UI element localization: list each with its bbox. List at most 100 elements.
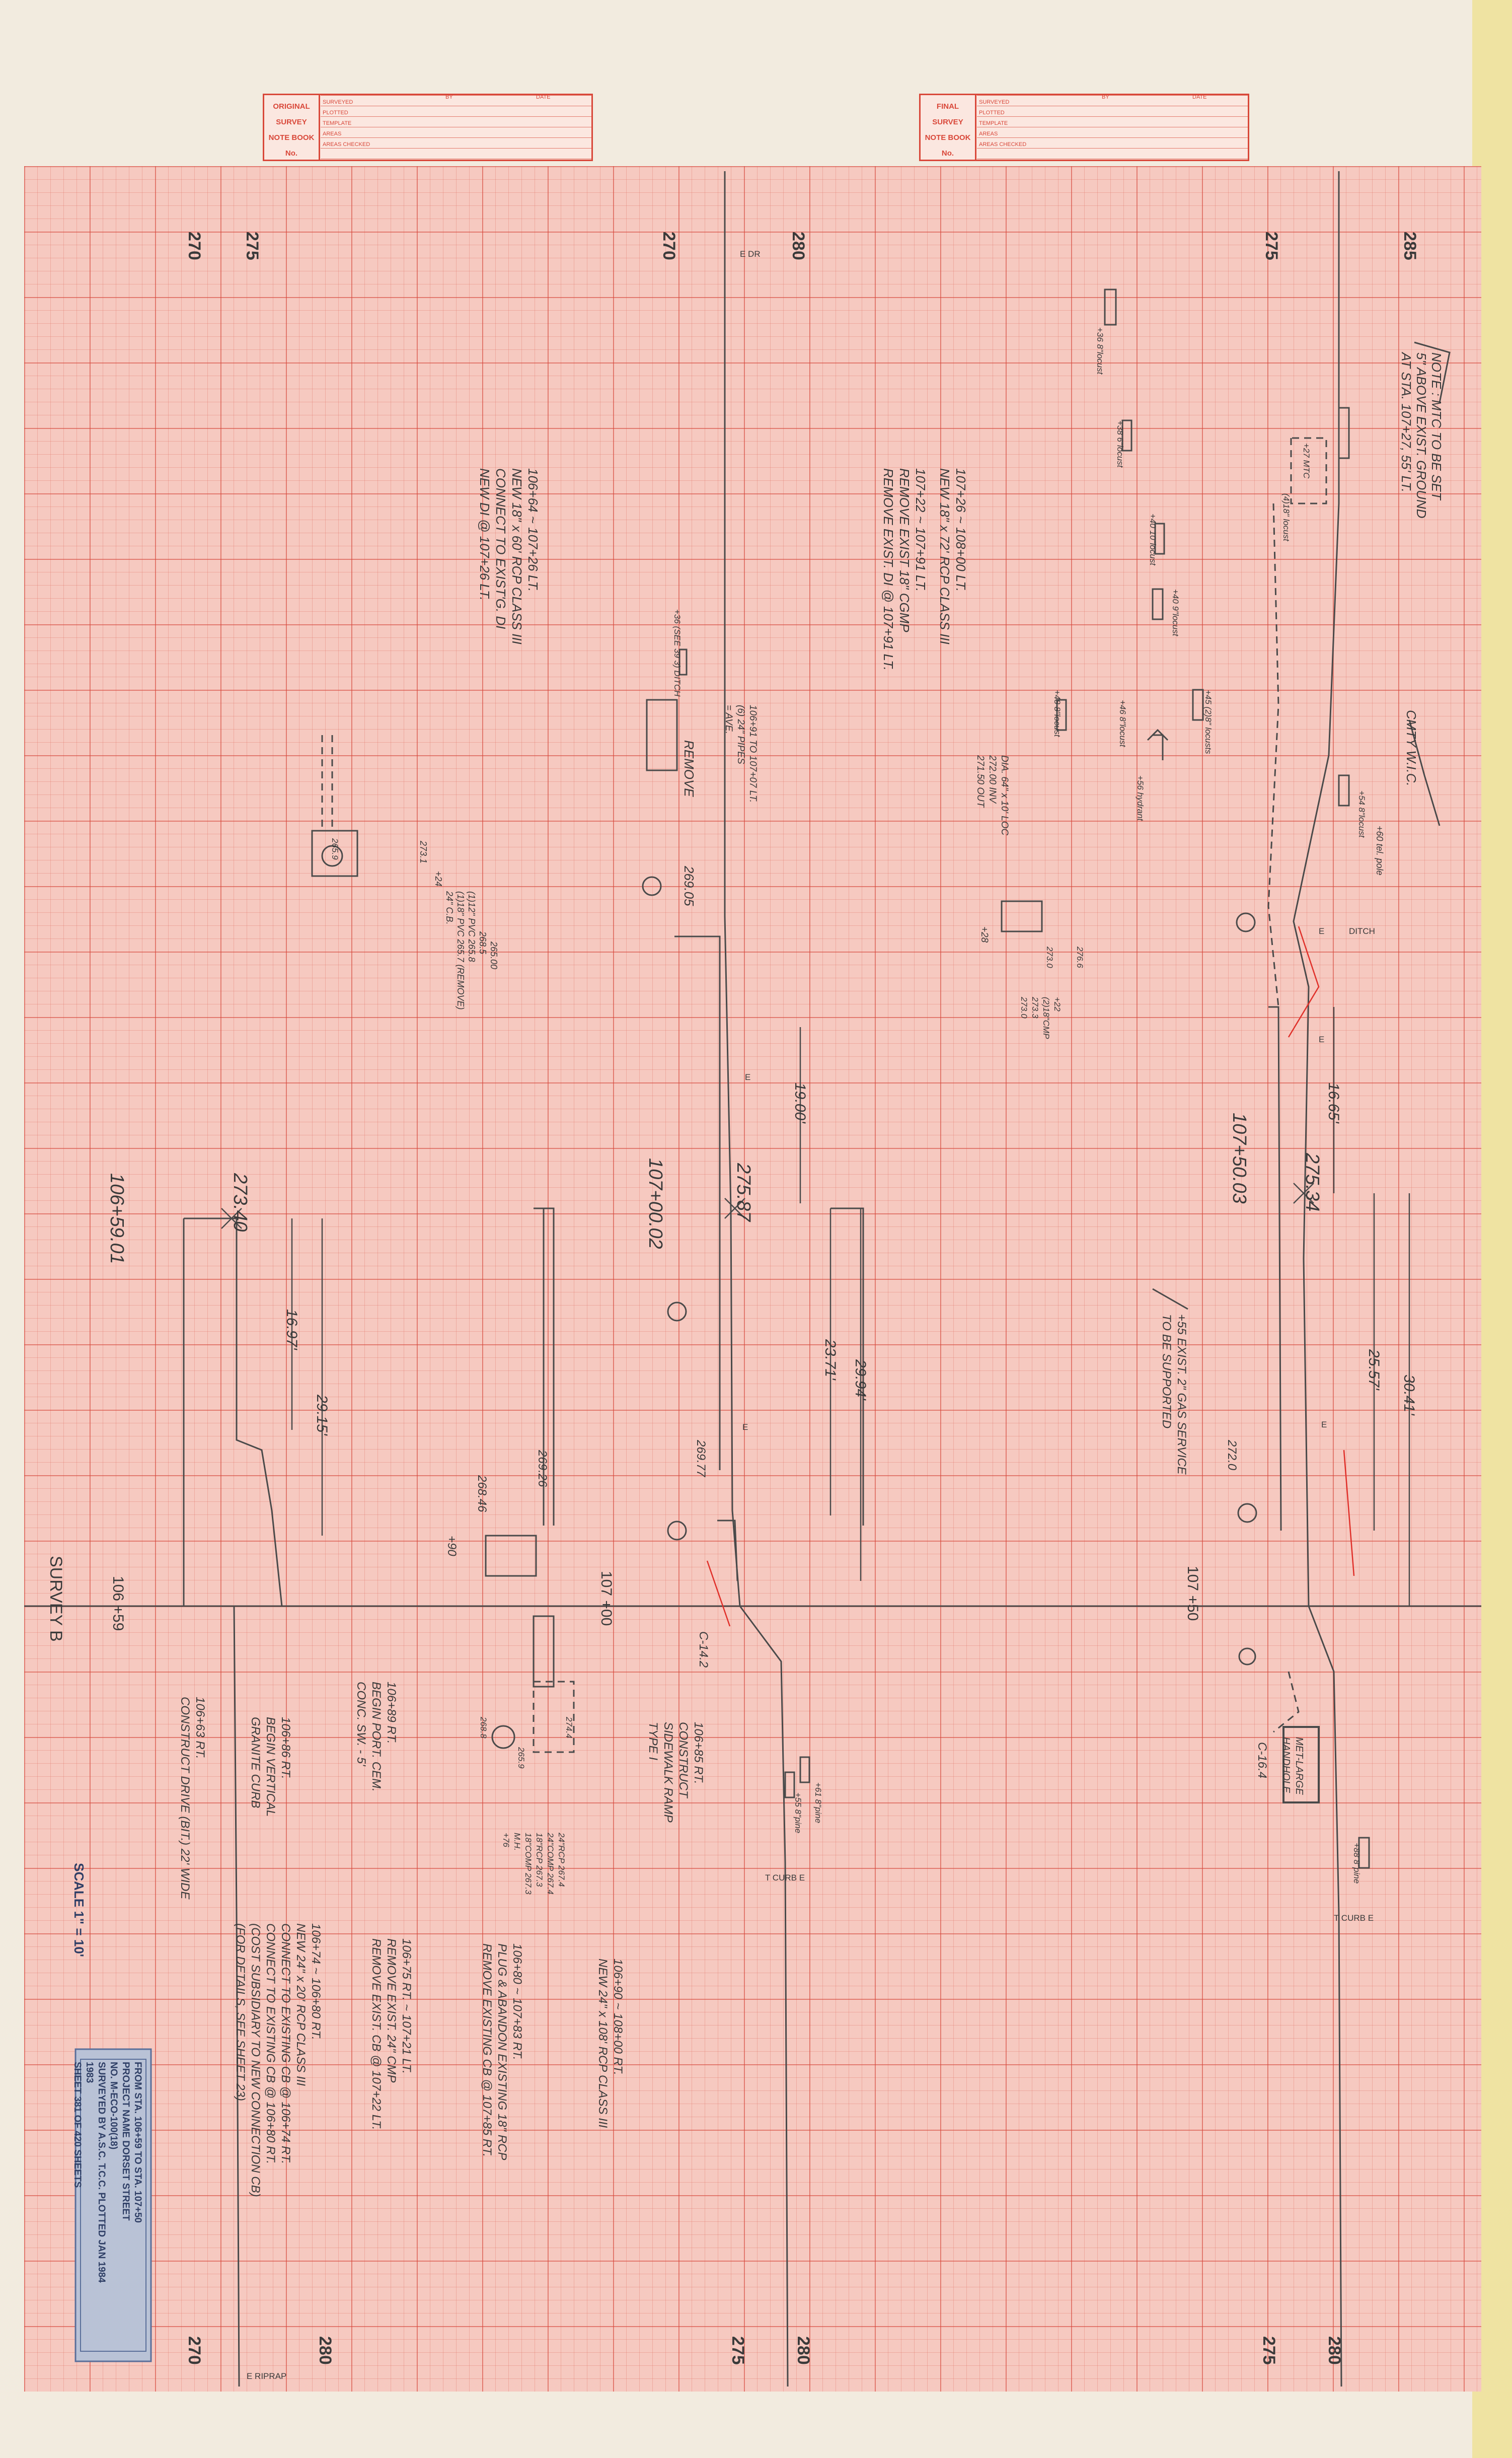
note-line: (COST SUBSIDIARY TO NEW CONNECTION CB) bbox=[249, 1923, 262, 2197]
connection-note: 106+74 ~ 106+80 RT. NEW 24" x 20' RCP CL… bbox=[234, 1923, 323, 2200]
note-line: 106+64 ~ 107+26 LT. bbox=[525, 468, 541, 592]
notebook-row-label: PLOTTED bbox=[979, 110, 1005, 116]
ramp-note: 106+85 RT. CONSTRUCT SIDEWALK RAMP TYPE … bbox=[646, 1722, 705, 1825]
note-line: NOTE : MTC TO BE SET bbox=[1429, 352, 1444, 501]
final-survey-label: FINAL SURVEY NOTE BOOK No. bbox=[921, 95, 976, 160]
east-road-line bbox=[1293, 171, 1342, 2387]
note-line: REMOVE EXISTING CB @ 107+85 RT. bbox=[480, 1943, 494, 2157]
notebook-by-header: BY bbox=[445, 94, 453, 100]
drive-outline bbox=[183, 1217, 283, 1607]
elev-label: 272.0 bbox=[1225, 1439, 1239, 1471]
tree-label: +36 8"locust bbox=[1095, 327, 1105, 375]
tree-label: +55 8"pine bbox=[793, 1792, 803, 1833]
title-line: FROM STA. 106+59 TO STA. 107+50 bbox=[132, 2062, 143, 2223]
title-block-frame bbox=[74, 2048, 152, 2362]
notebook-row-label: SURVEYED bbox=[323, 99, 353, 105]
notebook-label-line: NOTE BOOK bbox=[268, 133, 315, 142]
notebook-label-line: ORIGINAL bbox=[273, 102, 310, 111]
redline-stroke bbox=[706, 1560, 731, 1627]
inlet-line bbox=[717, 1520, 738, 1581]
note-line: +22 bbox=[1052, 997, 1062, 1011]
note-line: 273.3 bbox=[1030, 996, 1040, 1019]
dimension-lines bbox=[221, 1007, 1410, 1606]
notebook-label-line: No. bbox=[285, 149, 298, 158]
edge-label: E bbox=[742, 1422, 748, 1432]
dashed-tree-block bbox=[1290, 437, 1327, 504]
valve-symbol bbox=[642, 876, 662, 896]
title-line: SHEET 381 OF 420 SHEETS bbox=[72, 2062, 83, 2188]
elevation-label: 275 bbox=[728, 2336, 747, 2365]
leader-line bbox=[1414, 341, 1451, 403]
manhole-symbol bbox=[491, 1725, 515, 1749]
note-block: NOTE : MTC TO BE SET 5" ABOVE EXIST. GRO… bbox=[1399, 351, 1444, 522]
note-column: 106+64 ~ 107+26 LT. NEW 18" x 60' RCP CL… bbox=[477, 468, 541, 648]
note-line: 265.00 bbox=[489, 941, 499, 969]
tree-label: +48 8"locust bbox=[1052, 690, 1062, 738]
station-value: 107+00.02 bbox=[645, 1158, 666, 1249]
note-line: 24"COMP 267.4 bbox=[546, 1832, 555, 1895]
ditch-edge-label: E bbox=[1319, 926, 1324, 936]
note-line: 106+75 RT. ~ 107+21 LT. bbox=[400, 1938, 413, 2074]
note-line: 106+86 RT. bbox=[279, 1717, 292, 1779]
tree-symbol bbox=[1104, 288, 1117, 326]
handwritten-notes: NOTE : MTC TO BE SET 5" ABOVE EXIST. GRO… bbox=[330, 327, 1444, 1039]
note-line: 107+26 ~ 108+00 LT. bbox=[953, 468, 968, 592]
note-line: AT STA. 107+27, 55' LT. bbox=[1399, 351, 1414, 492]
note-line: 106+90 ~ 108+00 RT. bbox=[611, 1959, 625, 2075]
ditch-symbol bbox=[678, 648, 688, 676]
notebook-row-label: PLOTTED bbox=[323, 110, 348, 116]
tree-label: +45 (2)8" locusts bbox=[1203, 690, 1213, 754]
tree-label: +40 10"locust bbox=[1148, 514, 1158, 566]
tel-pole-label: +60 tel. pole bbox=[1375, 826, 1385, 876]
tree-label: +61 8"pine bbox=[813, 1782, 823, 1823]
ditch-label: DITCH bbox=[1349, 926, 1375, 936]
note-line: CONNECT TO EXISTING CB @ 106+74 RT. bbox=[279, 1923, 292, 2164]
note-line: CONSTRUCT bbox=[676, 1722, 690, 1799]
curb-label: C-14.2 bbox=[697, 1631, 710, 1668]
note-line: TO BE SUPPORTED bbox=[1160, 1314, 1173, 1428]
elev-label: 273.0 bbox=[1045, 946, 1054, 968]
elev-label: 269.26 bbox=[536, 1450, 549, 1487]
top-curb-label: T CURB E bbox=[765, 1873, 805, 1883]
note-line: REMOVE EXIST. DI @ 107+91 LT. bbox=[881, 468, 896, 671]
note-line: NEW 18" x 72' RCP CLASS III bbox=[937, 468, 952, 644]
edge-road-label: E DR bbox=[740, 249, 761, 259]
title-block-text: FROM STA. 106+59 TO STA. 107+50 PROJECT … bbox=[72, 2062, 143, 2285]
manhole-symbol bbox=[1238, 1647, 1256, 1666]
handhole-box bbox=[1282, 1726, 1320, 1803]
redline-markups bbox=[706, 926, 1355, 1627]
scale-label: SCALE 1" = 10' bbox=[71, 1863, 87, 1957]
note-line: (6) 24" PIPES bbox=[735, 705, 746, 764]
rcp-note: 106+90 ~ 108+00 RT. NEW 24" x 108' RCP C… bbox=[596, 1959, 625, 2128]
title-line: 1983 bbox=[84, 2062, 95, 2083]
notebook-date-header: DATE bbox=[1192, 94, 1207, 100]
elev-label: +28 bbox=[979, 926, 990, 943]
drive-note: 106+63 RT. CONSTRUCT DRIVE (BIT.) 22' WI… bbox=[178, 1697, 207, 1900]
notebook-label-line: NOTE BOOK bbox=[925, 133, 971, 142]
elevation-labels-bottom: 270 280 275 280 275 280 bbox=[185, 2336, 1344, 2365]
tree-symbol bbox=[1152, 588, 1164, 620]
survey-baseline-label: SURVEY B bbox=[46, 1556, 65, 1642]
note-line: (1)18" PVC 265.7 (REMOVE) bbox=[456, 891, 466, 1009]
notebook-date-header: DATE bbox=[536, 94, 551, 100]
edge-label: E bbox=[1319, 1035, 1324, 1044]
note-line: TYPE I bbox=[646, 1722, 660, 1760]
elevation-label: 280 bbox=[1325, 2336, 1344, 2365]
dimension-label: 25.57' bbox=[1366, 1349, 1382, 1391]
hydrant-symbol-arrow bbox=[1147, 729, 1169, 760]
note-line: 106+74 ~ 106+80 RT. bbox=[309, 1923, 323, 2040]
cb-block: 273.1 +24 24" C.B. (1)18" PVC 265.7 (REM… bbox=[418, 840, 499, 1012]
final-survey-notebook-box: FINAL SURVEY NOTE BOOK No. SURVEYED PLOT… bbox=[919, 94, 1249, 161]
station-tick bbox=[724, 1198, 745, 1219]
note-column: 107+26 ~ 108+00 LT. NEW 18" x 72' RCP CL… bbox=[881, 468, 968, 671]
note-line: BEGIN PORT. CEM. bbox=[369, 1682, 383, 1792]
tree-label: +46 8"locust bbox=[1118, 700, 1127, 748]
title-block-inner bbox=[80, 2059, 146, 2352]
station-dimension: 273.40 bbox=[230, 1173, 251, 1232]
note-line: 273.1 bbox=[418, 840, 428, 863]
note-line: 106+63 RT. bbox=[193, 1697, 207, 1759]
note-line: +76 bbox=[501, 1833, 511, 1847]
elevation-label: 280 bbox=[316, 2336, 335, 2365]
notebook-row-label: AREAS bbox=[979, 131, 998, 137]
catch-basin-box bbox=[311, 830, 358, 877]
